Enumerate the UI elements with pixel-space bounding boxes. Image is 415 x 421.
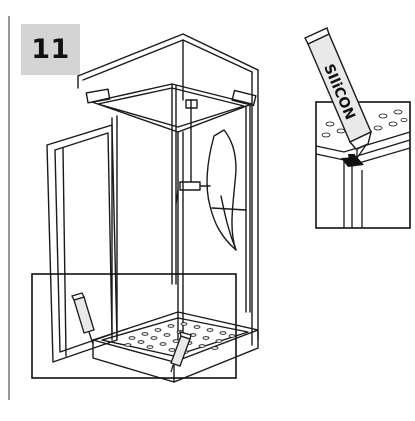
silicone-tube-left	[71, 292, 95, 345]
silicone-bead	[341, 157, 364, 167]
base-highlight-frame	[31, 273, 237, 379]
shower-tray	[92, 311, 259, 383]
silicone-tube-large: SIliCON	[304, 27, 373, 161]
step-number-badge: 11	[21, 24, 80, 75]
silicone-tube-right	[170, 331, 192, 373]
step-number: 11	[31, 34, 70, 65]
detail-inset	[315, 101, 411, 229]
room-walls	[77, 33, 259, 346]
tray-drain-holes	[124, 322, 236, 354]
shower-posts	[111, 83, 251, 343]
shower-curtain	[206, 129, 247, 251]
shower-top-frame	[85, 83, 257, 133]
shower-fittings	[175, 99, 211, 205]
